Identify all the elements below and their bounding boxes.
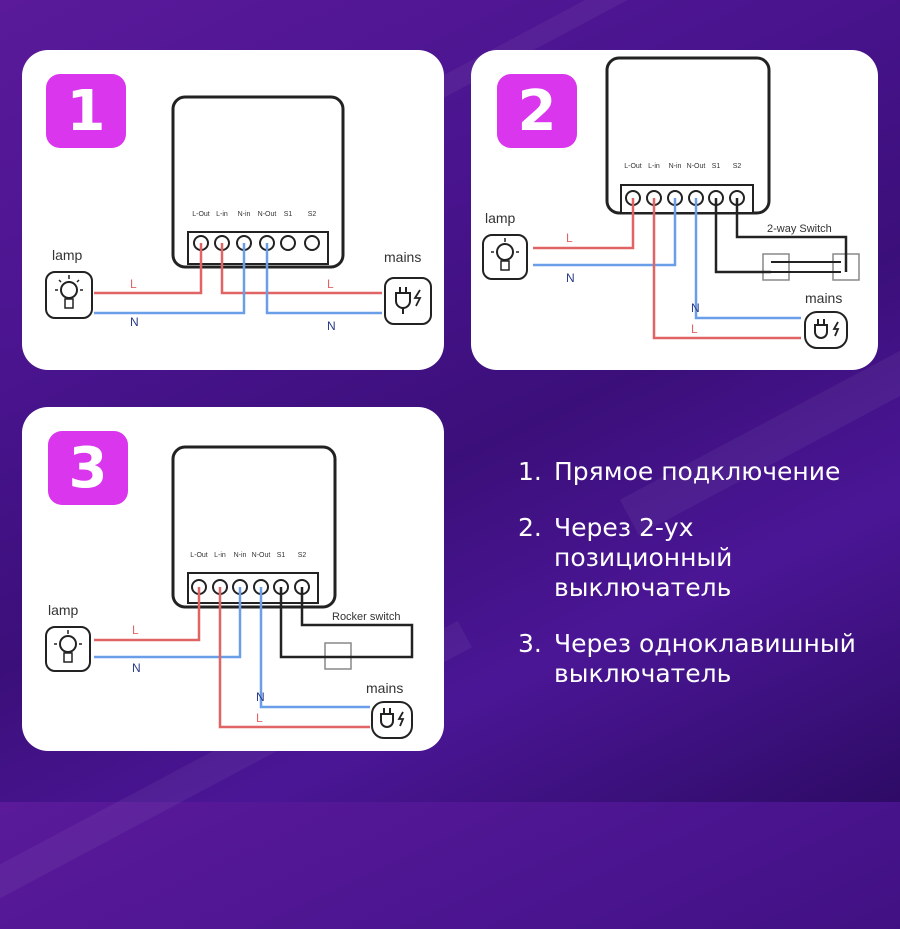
- terminal-label: N-in: [234, 552, 247, 559]
- terminal-label: N-Out: [258, 211, 277, 218]
- terminal-label: S1: [277, 552, 286, 559]
- panel-number-badge: 1: [46, 74, 126, 148]
- terminal-label: S2: [733, 163, 742, 170]
- wire-label-L: L: [256, 711, 263, 725]
- switch-wire-s1: [714, 198, 771, 274]
- terminal-label: N-Out: [252, 552, 271, 559]
- terminal-labels: L-Out L-in N-in N-Out S1 S2: [190, 552, 306, 559]
- lamp-icon: [482, 234, 528, 280]
- terminal-label: N-in: [669, 163, 682, 170]
- panel-3-rocker-switch: L-Out L-in N-in N-Out S1 S2 Rocker switc…: [22, 407, 444, 751]
- mains-label: mains: [805, 290, 842, 306]
- switch-wire-s2: [735, 198, 848, 272]
- neutral-wire-lamp: [94, 243, 246, 315]
- wire-label-N: N: [566, 271, 575, 285]
- legend-item: 1. Прямое подключение: [518, 457, 888, 487]
- switch-label: Rocker switch: [332, 611, 400, 623]
- legend-text: Прямое подключение: [554, 457, 841, 486]
- wire-label-L: L: [132, 623, 139, 637]
- neutral-wire-mains: [259, 587, 370, 709]
- switch-box: [762, 253, 790, 281]
- wire-label-L: L: [327, 277, 334, 291]
- panel-number-badge: 2: [497, 74, 577, 148]
- wire-label-N: N: [256, 690, 265, 704]
- terminal-label: N-Out: [687, 163, 706, 170]
- terminal-label: S2: [298, 552, 307, 559]
- lamp-label: lamp: [485, 210, 516, 226]
- switch-label: 2-way Switch: [767, 223, 832, 235]
- live-wire-lamp: [94, 243, 203, 295]
- lamp-icon: [45, 271, 93, 319]
- legend-number: 2.: [518, 513, 542, 542]
- terminal-labels: L-Out L-in N-in N-Out S1 S2: [624, 163, 741, 170]
- legend-item: 2. Через 2-ух позиционный выключатель: [518, 513, 888, 603]
- mains-label: mains: [384, 249, 421, 265]
- module-body: [171, 445, 337, 609]
- connection-legend: 1. Прямое подключение 2. Через 2-ух пози…: [518, 457, 888, 715]
- plug-icon: [371, 701, 413, 739]
- panel-2-diagram: L-Out L-in N-in N-Out S1 S2 2-way Switch…: [482, 56, 860, 349]
- panel-1-direct: L-Out L-in N-in N-Out S1 S2 L N L N lamp: [22, 50, 444, 370]
- terminal-label: L-Out: [190, 552, 208, 559]
- neutral-wire-lamp: [533, 198, 677, 267]
- wire-label-L: L: [130, 277, 137, 291]
- panel-3-diagram: L-Out L-in N-in N-Out S1 S2 Rocker switc…: [45, 445, 414, 739]
- legend-text: Через одноклавишный выключатель: [554, 629, 856, 688]
- terminal-label: L-Out: [192, 211, 210, 218]
- legend-number: 1.: [518, 457, 542, 486]
- wire-label-N: N: [130, 315, 139, 329]
- live-wire-mains: [652, 198, 801, 340]
- panel-number-badge: 3: [48, 431, 128, 505]
- terminal-label: S2: [308, 211, 317, 218]
- wire-label-N: N: [132, 661, 141, 675]
- live-wire-lamp: [94, 587, 201, 642]
- terminal-labels: L-Out L-in N-in N-Out S1 S2: [192, 211, 316, 218]
- switch-wire-s1: [279, 587, 340, 659]
- legend-item: 3. Через одноклавишный выключатель: [518, 629, 888, 689]
- lamp-label: lamp: [52, 247, 83, 263]
- neutral-wire-mains: [265, 243, 382, 315]
- wire-label-N: N: [691, 301, 700, 315]
- wire-label-L: L: [691, 322, 698, 336]
- terminal-label: L-in: [648, 163, 660, 170]
- plug-icon: [384, 277, 432, 325]
- live-wire-mains: [220, 243, 382, 295]
- module-body: [171, 95, 345, 269]
- terminal-label: N-in: [238, 211, 251, 218]
- terminal-block: [187, 572, 319, 604]
- wire-label-L: L: [566, 231, 573, 245]
- mains-label: mains: [366, 680, 403, 696]
- terminal-label: L-Out: [624, 163, 642, 170]
- terminal-label: S1: [712, 163, 721, 170]
- lamp-label: lamp: [48, 602, 79, 618]
- lamp-icon: [45, 626, 91, 672]
- panel-1-diagram: L-Out L-in N-in N-Out S1 S2 L N L N lamp: [45, 95, 432, 333]
- terminal-label: L-in: [214, 552, 226, 559]
- terminal-label: L-in: [216, 211, 228, 218]
- legend-number: 3.: [518, 629, 542, 658]
- live-wire-lamp: [533, 198, 635, 250]
- neutral-wire-mains: [694, 198, 801, 320]
- terminal-block: [187, 231, 329, 265]
- panel-2-two-way-switch: L-Out L-in N-in N-Out S1 S2 2-way Switch…: [471, 50, 878, 370]
- neutral-wire-lamp: [94, 587, 242, 659]
- terminal-label: S1: [284, 211, 293, 218]
- wire-label-N: N: [327, 319, 336, 333]
- switch-wire-s2: [300, 587, 414, 659]
- plug-icon: [804, 311, 848, 349]
- legend-text: Через 2-ух позиционный выключатель: [554, 513, 733, 602]
- live-wire-mains: [218, 587, 370, 729]
